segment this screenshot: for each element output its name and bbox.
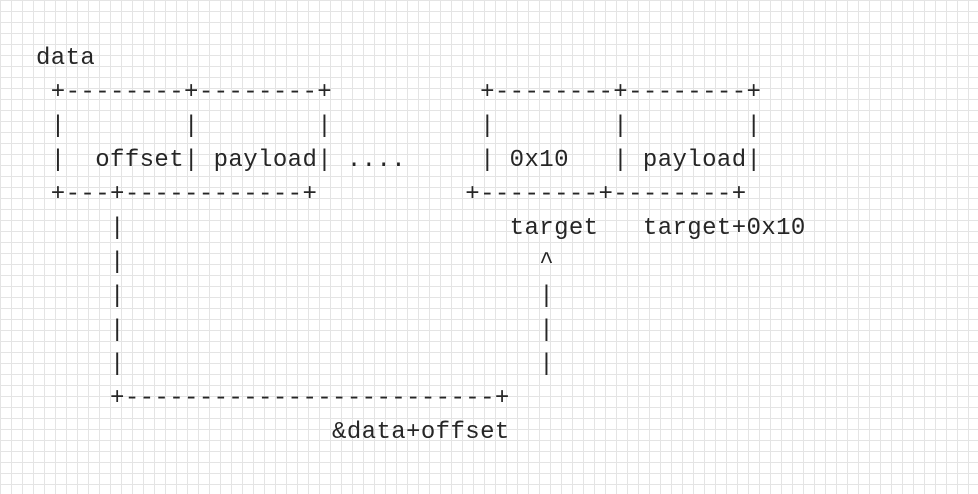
box-bottom-border: +---+------------+ +--------+--------+	[36, 181, 747, 208]
arrow-head: | ^	[36, 249, 555, 276]
box-field-labels: | offset| payload| .... | 0x10 | payload…	[36, 147, 762, 174]
connector-line: | |	[36, 317, 555, 344]
label-data: data	[36, 45, 96, 72]
box-side-borders: | | | | | |	[36, 113, 762, 140]
connector-line: | |	[36, 283, 555, 310]
box-top-border: +--------+--------+ +--------+--------+	[36, 79, 762, 106]
label-data-offset: &data+offset	[36, 419, 510, 446]
connector-bottom: +-------------------------+	[36, 385, 510, 412]
connector-line: | |	[36, 351, 555, 378]
target-labels: | target target+0x10	[36, 215, 806, 242]
